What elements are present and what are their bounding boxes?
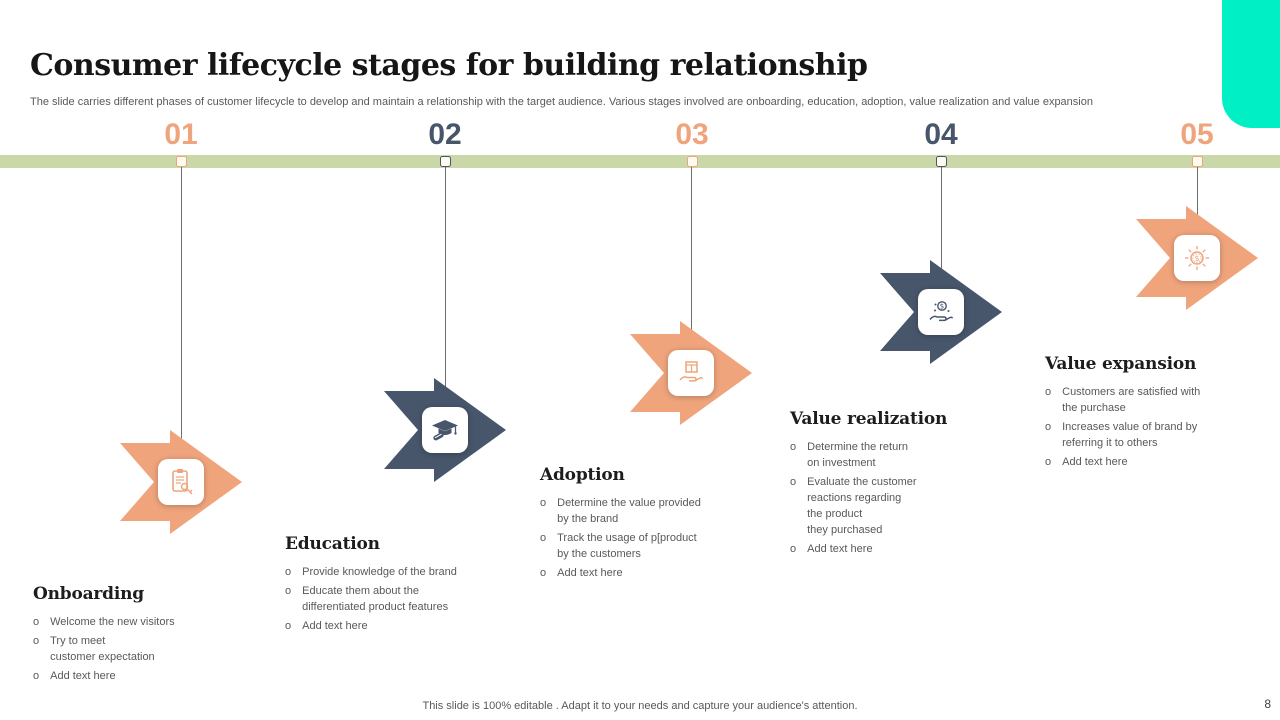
page-number: 8 (1264, 697, 1271, 711)
timeline-marker-01 (176, 156, 187, 167)
list-item: o Add text here (540, 566, 758, 582)
bullet-text: Determine the return on investment (807, 441, 909, 469)
bullet-marker: o (540, 497, 547, 509)
bullet-marker: o (1045, 455, 1052, 468)
connector-line-05 (1197, 167, 1198, 226)
stage-heading: Value expansion (1045, 354, 1197, 374)
stage-number-05: 05 (1180, 118, 1214, 151)
bullet-marker: o (33, 669, 40, 682)
bullet-text: Add text here (1062, 455, 1128, 468)
bullet-marker: o (790, 441, 797, 453)
svg-text:$: $ (940, 303, 944, 311)
timeline-band (0, 155, 1280, 168)
bullet-marker: o (790, 542, 797, 555)
timeline-marker-02 (440, 156, 451, 167)
bullet-text: Customers are satisfied with the purchas… (1062, 386, 1201, 414)
hand-box-icon (679, 361, 704, 382)
stage-block-value-expansion: Value expansion o Customers are satisfied… (1045, 354, 1267, 474)
corner-accent-shape (1222, 0, 1280, 128)
list-item: o Determine the return on investment (790, 440, 995, 472)
bullet-text: Welcome the new visitors (50, 616, 175, 628)
stage-heading: Education (285, 534, 380, 554)
stage-arrow-adoption (630, 321, 752, 425)
list-item: o Try to meet customer expectation (33, 634, 228, 666)
stage-block-adoption: Adoption o Determine the value provided b… (540, 465, 758, 585)
bullet-marker: o (285, 619, 292, 632)
clipboard-key-icon (172, 469, 193, 495)
stage-heading: Adoption (540, 465, 625, 485)
list-item: o Add text here (1045, 455, 1267, 471)
stage-arrow-education (384, 378, 506, 482)
bullet-marker: o (285, 566, 292, 578)
stage-heading: Onboarding (33, 584, 144, 604)
bullet-marker: o (33, 634, 40, 647)
svg-text:$: $ (1194, 254, 1199, 263)
list-item: o Add text here (33, 669, 228, 685)
connector-line-04 (941, 167, 942, 280)
icon-box (668, 350, 714, 396)
stage-number-01: 01 (164, 118, 198, 151)
bullet-text: Track the usage of p[product by the cust… (557, 531, 697, 560)
list-item: o Increases value of brand by referring i… (1045, 420, 1267, 452)
bullet-marker: o (540, 566, 547, 579)
stage-arrow-value-expansion: $ (1136, 206, 1258, 310)
list-item: o Customers are satisfied with the purcha… (1045, 385, 1267, 417)
bullet-text: Evaluate the customer reactions regardin… (807, 475, 917, 536)
stage-block-value-realization: Value realization o Determine the return … (790, 409, 995, 561)
stage-number-02: 02 (428, 118, 462, 151)
dollar-burst-icon: $ (1185, 246, 1209, 270)
list-item: o Determine the value provided by the bra… (540, 496, 758, 528)
list-item: o Provide knowledge of the brand (285, 565, 503, 581)
page-title: Consumer lifecycle stages for building r… (30, 48, 868, 84)
hand-money-icon: $ (929, 301, 954, 322)
stage-number-03: 03 (675, 118, 709, 151)
list-item: o Educate them about the differentiated p… (285, 584, 503, 616)
timeline-marker-05 (1192, 156, 1203, 167)
bullet-text: Add text here (50, 669, 116, 682)
bullet-text: Increases value of brand by referring it… (1062, 420, 1198, 449)
bullet-text: Determine the value provided by the bran… (557, 497, 701, 525)
stage-arrow-onboarding (120, 430, 242, 534)
stage-number-04: 04 (924, 118, 958, 151)
bullet-list: o Customers are satisfied with the purcha… (1045, 385, 1267, 471)
list-item: o Welcome the new visitors (33, 615, 228, 631)
bullet-list: o Determine the value provided by the bra… (540, 496, 758, 582)
bullet-marker: o (33, 616, 40, 628)
connector-line-01 (181, 167, 182, 445)
stage-block-education: Education o Provide knowledge of the bran… (285, 534, 503, 638)
bullet-text: Provide knowledge of the brand (302, 566, 457, 578)
connector-line-02 (445, 167, 446, 398)
icon-box (158, 459, 204, 505)
stage-heading: Value realization (790, 409, 948, 429)
list-item: o Add text here (790, 542, 995, 558)
bullet-text: Try to meet customer expectation (50, 634, 155, 663)
icon-box (422, 407, 468, 453)
connector-line-03 (691, 167, 692, 341)
bullet-marker: o (790, 475, 797, 488)
slide-subtitle: The slide carries different phases of cu… (30, 96, 1093, 108)
list-item: o Evaluate the customer reactions regardi… (790, 475, 995, 539)
bullet-text: Add text here (807, 542, 873, 555)
list-item: o Track the usage of p[product by the cus… (540, 531, 758, 563)
bullet-text: Add text here (302, 619, 368, 632)
timeline-marker-03 (687, 156, 698, 167)
timeline-marker-04 (936, 156, 947, 167)
bullet-marker: o (540, 531, 547, 544)
footer-note: This slide is 100% editable . Adapt it t… (422, 700, 858, 712)
bullet-text: Educate them about the differentiated pr… (302, 584, 449, 613)
icon-box: $ (1174, 235, 1220, 281)
bullet-text: Add text here (557, 566, 623, 579)
icon-box: $ (918, 289, 964, 335)
graduation-cap-icon (432, 420, 458, 441)
bullet-marker: o (1045, 386, 1052, 398)
list-item: o Add text here (285, 619, 503, 635)
stage-arrow-value-realization: $ (880, 260, 1002, 364)
bullet-marker: o (285, 584, 292, 597)
bullet-marker: o (1045, 420, 1052, 433)
